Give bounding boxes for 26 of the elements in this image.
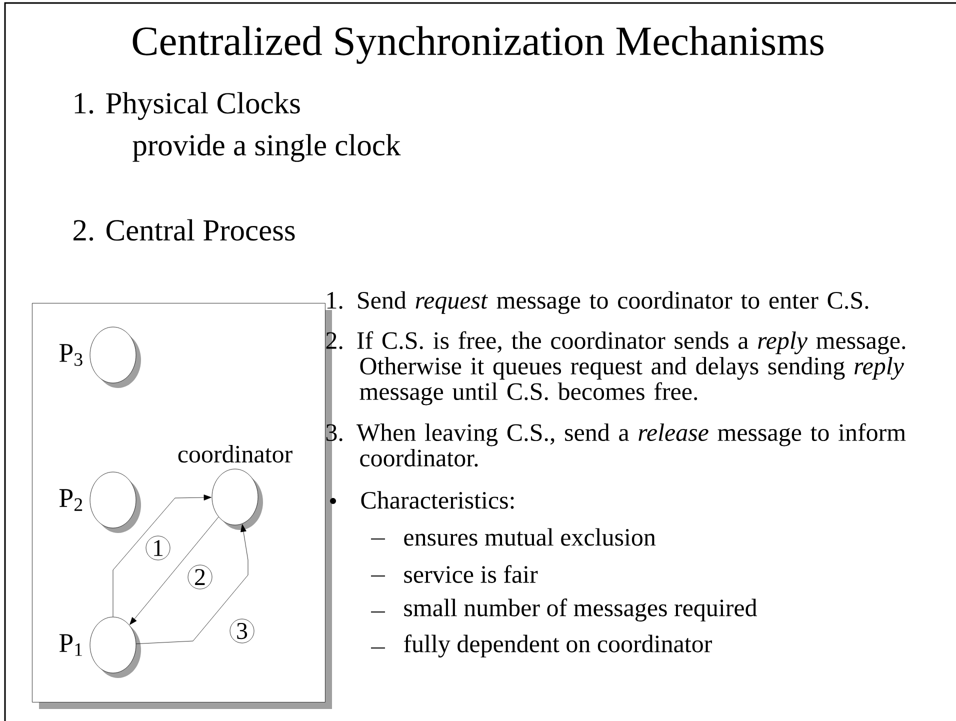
title: Centralized Synchronization Mechanisms (132, 26, 824, 64)
list-item: 2. If C.S. is free, the coordinator sends a reply message. Otherwise it queues request and delays sending reply message until C.S. becomes free. (326, 331, 906, 406)
subheading: provide a single clock (132, 134, 401, 162)
process-label: P$_{2}$ (59, 489, 82, 511)
process-circle (90, 326, 141, 388)
edge-label: 3 (230, 618, 254, 644)
process-label: P$_{1}$ (59, 634, 82, 656)
arrow (112, 494, 212, 617)
list-item: Characteristics: (361, 491, 514, 509)
process-label: P$_{3}$ (59, 344, 82, 366)
list-item: small number of messages required (404, 598, 757, 622)
process-circle (212, 468, 263, 530)
process-label: coordinator (178, 445, 292, 463)
edge-label: 2 (188, 564, 212, 590)
heading: 1. Physical Clocks (74, 92, 300, 120)
list-item: fully dependent on coordinator (404, 634, 712, 658)
list-item: service is fair (404, 565, 538, 583)
list-item: 3. When leaving C.S., send a release message to inform coordinator. (326, 423, 906, 467)
process-circle (90, 472, 141, 533)
arrow (130, 516, 219, 625)
heading: 2. Central Process (74, 219, 295, 241)
arrow (136, 524, 248, 644)
list-item: 1. Send request message to coordinator to enter C.S. (327, 291, 868, 314)
edge-label: 1 (146, 536, 170, 560)
process-circle (90, 616, 141, 678)
list-item: ensures mutual exclusion (404, 528, 656, 546)
